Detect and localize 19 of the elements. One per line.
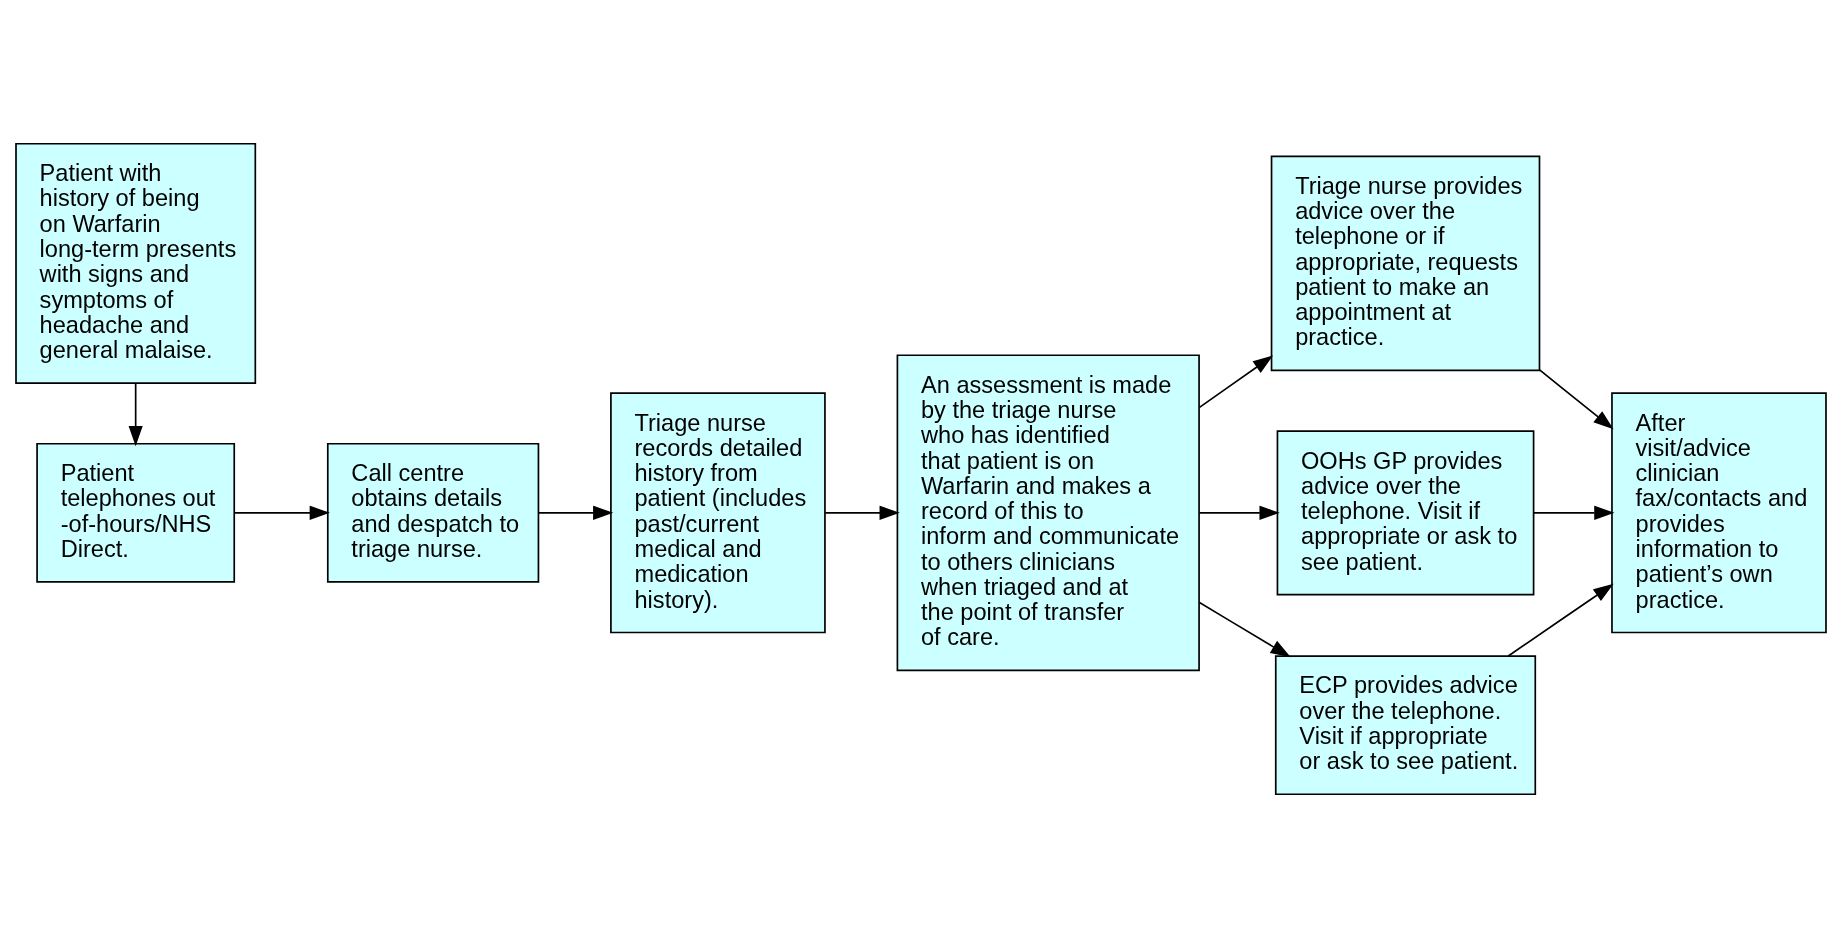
arrow (128, 381, 143, 446)
arrow (1198, 505, 1280, 520)
node-box: ECP provides advice over the telephone. Visit if appropriate or ask to see patient. (1274, 654, 1537, 795)
node-box: Triage nurse records detailed history from patient (includes past/current medical and medication history). (610, 391, 826, 633)
arrow (537, 505, 614, 520)
node-box: Triage nurse provides advice over the telephone or if appropriate, requests patient to make an appointment at practice. (1270, 155, 1541, 371)
arrow (1198, 355, 1274, 408)
arrow (1507, 583, 1614, 657)
node-box: After visit/advice clinician fax/contacts and provides information to patient’s own practice. (1611, 391, 1827, 633)
arrow (824, 505, 900, 520)
arrow (1538, 368, 1614, 429)
arrow (1198, 601, 1291, 657)
node-box: Patient with history of being on Warfarin long-term presents with signs and symptoms of headache and general malaise. (15, 142, 257, 384)
node-box: OOHs GP provides advice over the telephone. Visit if appropriate or ask to see patient. (1276, 429, 1535, 595)
node-box: An assessment is made by the triage nurse who has identified that patient is on Warfarin and makes a record of this to inform and communicate to others clinicians when triaged and at the point of transfer of care. (896, 353, 1200, 671)
node-box: Call centre obtains details and despatch to triage nurse. (326, 442, 540, 583)
arrow (233, 505, 330, 520)
node-box: Patient telephones out-of-hours/NHS Direct. (36, 442, 236, 583)
arrow (1532, 505, 1615, 520)
